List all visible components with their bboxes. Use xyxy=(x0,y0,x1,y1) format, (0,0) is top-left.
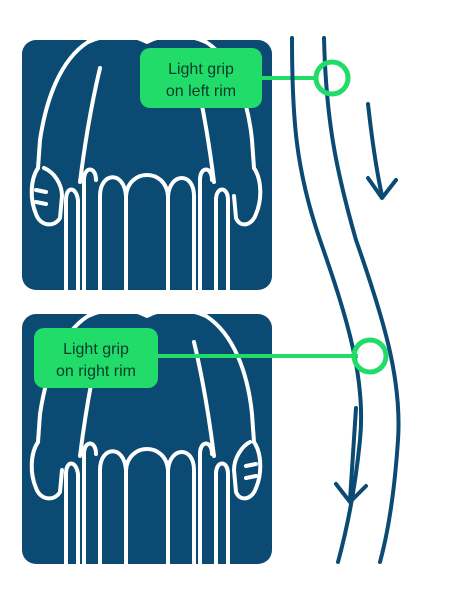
travel-path-left-line xyxy=(290,36,364,564)
panel-bottom: Light grip on right rim xyxy=(22,307,358,566)
travel-path-right-line xyxy=(322,36,401,564)
panel-top: Light grip on left rim xyxy=(22,33,318,292)
callout-bottom-line2: on right rim xyxy=(56,363,136,380)
callout-top-line1: Light grip xyxy=(168,61,234,78)
callout-bottom-box xyxy=(34,328,158,388)
person-in-wheelchair-illustration-bottom xyxy=(29,307,263,566)
grip-circle-icon-right-rim xyxy=(351,337,389,375)
down-arrow-icon-top xyxy=(366,102,398,200)
travel-path xyxy=(290,36,401,564)
down-arrow-icon-bottom xyxy=(334,406,368,504)
callout-bottom: Light grip on right rim xyxy=(34,328,358,388)
callout-bottom-line1: Light grip xyxy=(63,341,129,358)
callout-top: Light grip on left rim xyxy=(140,48,318,108)
grip-circle-icon-left-rim xyxy=(313,59,351,97)
callout-top-box xyxy=(140,48,262,108)
person-in-wheelchair-illustration-top xyxy=(29,33,263,292)
callout-top-line2: on left rim xyxy=(166,83,236,100)
